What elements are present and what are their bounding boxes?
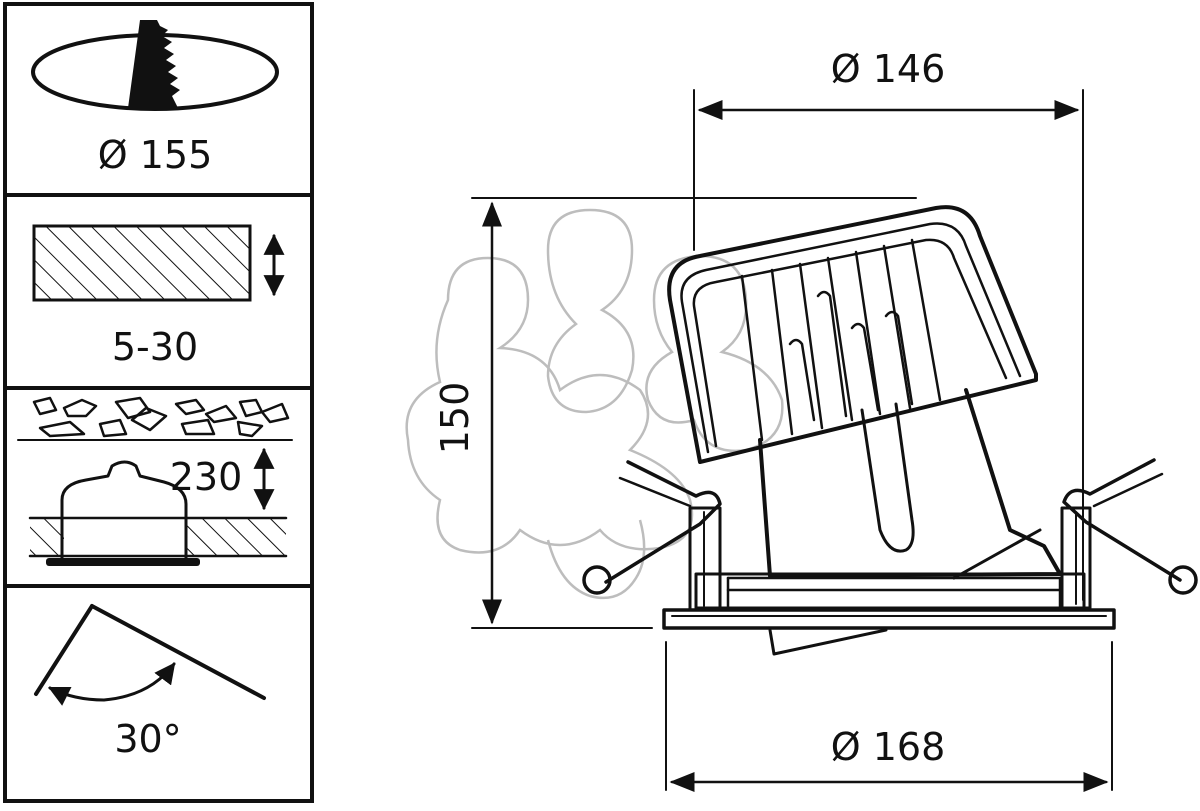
thickness-panel: 5-30	[32, 224, 285, 369]
bottom-diameter-label: Ø 168	[831, 725, 946, 769]
height-dimension: 150	[433, 201, 502, 625]
insulation-rubble-icon	[17, 396, 293, 441]
tilt-angle-icon	[34, 604, 266, 706]
mounting-ring	[694, 572, 1086, 610]
right-spring-clip	[1060, 458, 1198, 610]
heat-sink-head	[667, 205, 1038, 464]
downlight-housing-icon	[46, 460, 200, 566]
recess-panel: 230	[17, 396, 293, 566]
lamp-neck	[758, 388, 1062, 656]
top-diameter-label: Ø 146	[831, 47, 946, 91]
trim-flange	[662, 608, 1116, 630]
hatched-ceiling-icon	[32, 224, 252, 302]
cutout-panel: Ø 155	[31, 20, 279, 177]
tilt-panel: 30°	[34, 604, 266, 761]
thickness-range-label: 5-30	[112, 325, 198, 369]
spec-panel-frame	[3, 2, 314, 803]
recess-depth-label: 230	[170, 455, 243, 499]
left-spring-clip	[582, 460, 722, 612]
tilt-angle-label: 30°	[114, 717, 181, 761]
top-diameter-dimension: Ø 146	[697, 47, 1080, 120]
height-label: 150	[433, 382, 477, 455]
saw-cut-icon	[31, 20, 279, 111]
fixture-drawing: Ø 146 150 Ø 168	[433, 47, 1198, 792]
ceiling-section-icon	[28, 516, 288, 558]
cutout-diameter-label: Ø 155	[98, 133, 213, 177]
bottom-diameter-dimension: Ø 168	[669, 725, 1109, 792]
